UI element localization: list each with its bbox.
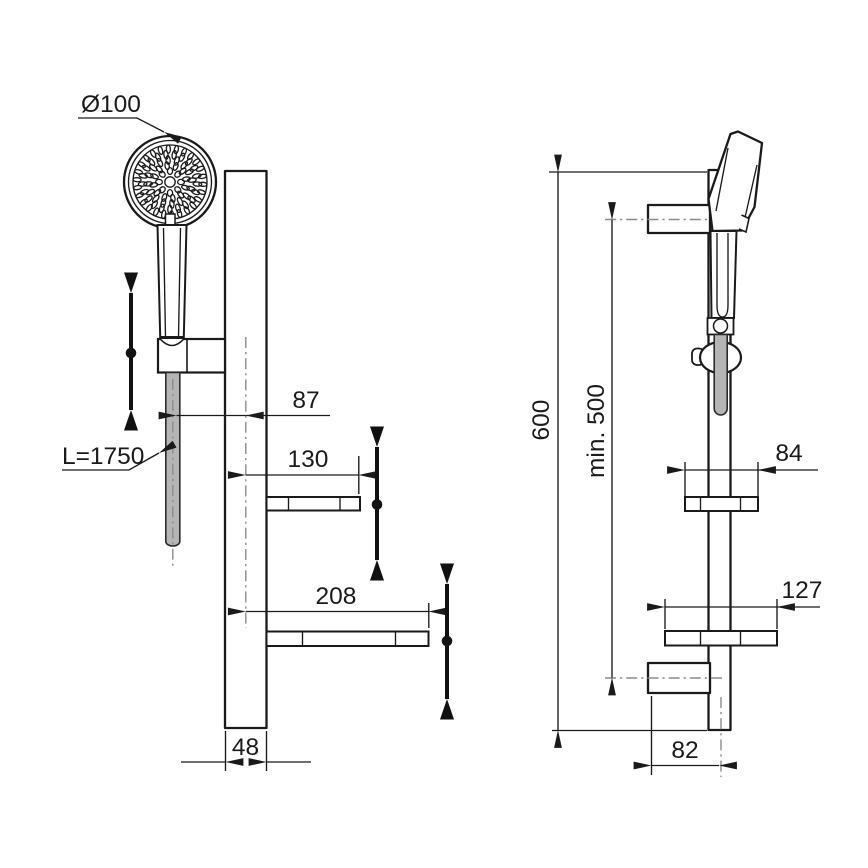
dim-lower-shelf-width: 208 (227, 583, 447, 628)
label-head-diameter: Ø100 (78, 91, 182, 144)
handle-pivot (706, 317, 735, 336)
dim-label-48: 48 (232, 734, 259, 761)
shower-handle-side (709, 230, 738, 319)
label-hose-length: L=1750 (62, 440, 177, 471)
dim-hose-to-rail-center: 87 (158, 387, 330, 420)
hand-shower-side (707, 130, 764, 234)
shower-holder-front (156, 337, 227, 374)
dim-lower-shelf-depth: 127 (647, 577, 823, 629)
dim-rail-width: 48 (181, 731, 311, 771)
dim-upper-shelf-depth: 84 (667, 440, 818, 496)
dim-label-208: 208 (316, 583, 357, 610)
shower-handle-front (156, 224, 188, 338)
dim-label-87: 87 (292, 387, 319, 414)
shelf-upper-side (684, 496, 759, 512)
dim-label-127: 127 (782, 577, 823, 604)
dim-bracket-to-rail-center: 82 (633, 696, 737, 775)
dim-label-diameter-100: Ø100 (81, 91, 141, 118)
shower-hose-side (713, 333, 728, 416)
dim-rail-length: 600 (528, 154, 562, 748)
holder-height-adjust-arrow (124, 272, 138, 431)
head-hook-tab (738, 214, 750, 234)
hand-shower-front (122, 134, 218, 237)
shelf-lower-adjust-arrow (440, 563, 454, 720)
shelf-upper-front (265, 496, 361, 512)
dim-label-84: 84 (775, 440, 802, 467)
dim-label-130: 130 (288, 446, 329, 473)
spray-nozzles (132, 144, 208, 220)
dim-label-600: 600 (528, 400, 555, 441)
dim-label-82: 82 (671, 737, 698, 764)
front-view: 87 130 208 (62, 91, 454, 771)
shelf-lower-side (664, 630, 778, 647)
dim-min-clearance: min. 500 (583, 202, 616, 696)
dim-label-min-500: min. 500 (583, 384, 610, 478)
head-center-hub (164, 176, 176, 188)
side-view: 600 min. 500 84 127 82 (528, 130, 823, 777)
dim-label-hose-length: L=1750 (62, 443, 144, 470)
shelf-lower-front (265, 630, 430, 647)
dim-upper-shelf-width: 130 (227, 446, 377, 494)
shelf-upper-adjust-arrow (370, 426, 384, 581)
